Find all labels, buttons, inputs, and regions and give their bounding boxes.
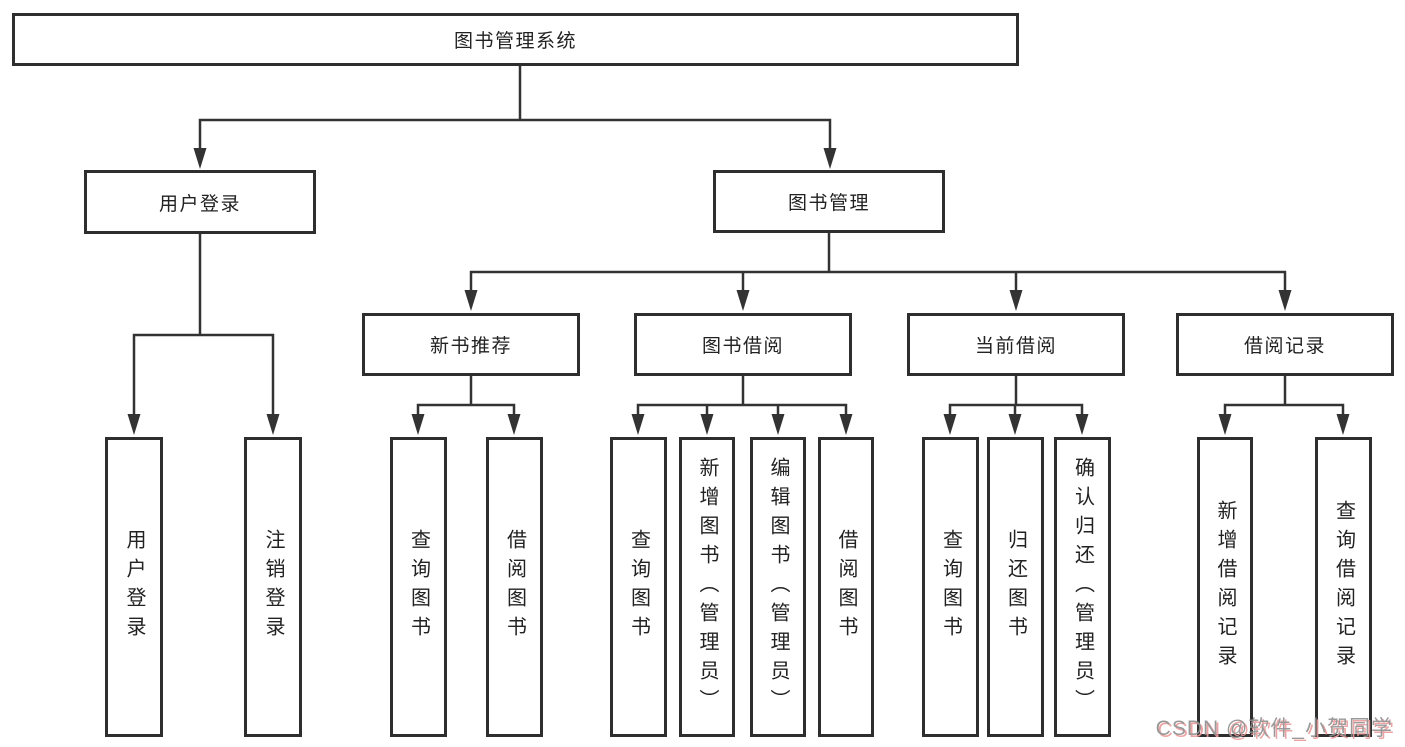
node-current-borrow: 当前借阅 xyxy=(907,313,1125,376)
leaf-edit-book-admin: 编辑图书（管理员） xyxy=(750,437,806,737)
node-borrow-record: 借阅记录 xyxy=(1176,313,1394,376)
node-new-book-recommend-label: 新书推荐 xyxy=(429,336,512,357)
leaf-return-book: 归还图书 xyxy=(987,437,1044,737)
leaf-confirm-return-admin-label: 确认归还（管理员） xyxy=(1071,456,1094,718)
leaf-add-borrow-record: 新增借阅记录 xyxy=(1197,437,1253,737)
leaf-query-book-borrow: 查询图书 xyxy=(610,437,667,737)
leaf-query-borrow-record: 查询借阅记录 xyxy=(1315,437,1372,737)
leaf-confirm-return-admin: 确认归还（管理员） xyxy=(1054,437,1111,737)
csdn-watermark: CSDN @软件_小贺同学 xyxy=(1155,717,1393,740)
leaf-user-login-label: 用户登录 xyxy=(123,529,145,645)
node-borrow-record-label: 借阅记录 xyxy=(1243,336,1326,357)
leaf-query-book-recommend-label: 查询图书 xyxy=(407,529,430,645)
leaf-borrow-book-recommend-label: 借阅图书 xyxy=(503,529,526,645)
leaf-logout: 注销登录 xyxy=(244,437,302,737)
leaf-add-book-admin-label: 新增图书（管理员） xyxy=(696,456,718,718)
leaf-edit-book-admin-label: 编辑图书（管理员） xyxy=(767,456,789,718)
leaf-return-book-label: 归还图书 xyxy=(1004,529,1027,645)
node-user-login-label: 用户登录 xyxy=(158,193,241,215)
leaf-query-borrow-record-label: 查询借阅记录 xyxy=(1332,500,1355,674)
node-book-management: 图书管理 xyxy=(713,170,945,233)
leaf-query-book-current-label: 查询图书 xyxy=(939,529,962,645)
node-new-book-recommend: 新书推荐 xyxy=(362,313,580,376)
leaf-borrow-book-recommend: 借阅图书 xyxy=(486,437,543,737)
node-root: 图书管理系统 xyxy=(12,13,1019,66)
node-book-management-label: 图书管理 xyxy=(787,193,870,214)
leaf-query-book-current: 查询图书 xyxy=(922,437,979,737)
leaf-borrow-book-label: 借阅图书 xyxy=(835,529,857,645)
leaf-user-login: 用户登录 xyxy=(105,437,163,737)
node-book-borrow: 图书借阅 xyxy=(634,313,852,376)
leaf-query-book-recommend: 查询图书 xyxy=(390,437,447,737)
leaf-add-book-admin: 新增图书（管理员） xyxy=(679,437,735,737)
node-root-label: 图书管理系统 xyxy=(453,31,577,52)
node-current-borrow-label: 当前借阅 xyxy=(974,336,1057,357)
leaf-add-borrow-record-label: 新增借阅记录 xyxy=(1214,500,1236,674)
leaf-query-book-borrow-label: 查询图书 xyxy=(627,529,650,645)
leaf-borrow-book: 借阅图书 xyxy=(818,437,874,737)
leaf-logout-label: 注销登录 xyxy=(262,529,284,645)
node-book-borrow-label: 图书借阅 xyxy=(701,336,784,357)
node-user-login: 用户登录 xyxy=(84,170,316,234)
